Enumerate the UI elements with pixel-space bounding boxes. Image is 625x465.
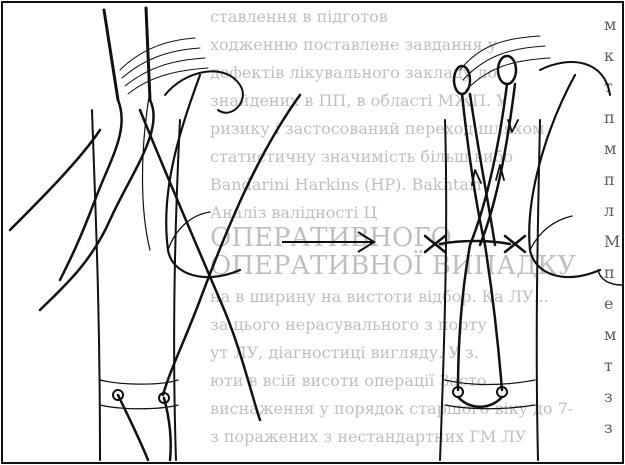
bleed-text-line: ставлення в підготов [210,7,388,26]
edge-char: м [604,15,616,34]
bleed-text-line: на в ширину на вистоти відбор. Ка ЛУ... [210,287,549,306]
bleed-text-line: ут ЛУ, діагностиці вигляду. У з. [210,343,479,362]
edge-char: к [604,46,614,65]
bleed-through-text: ставлення в підготов ходженню поставлене … [210,7,576,446]
edge-char: п [604,170,615,189]
edge-char: з [604,418,613,437]
bleed-text-line: ОПЕРАТИВНОЇ ВИПАДКУ [210,250,576,281]
bleed-text-line: з поражених з нестандартних ГМ ЛУ [210,427,527,446]
bleed-text-line: ОПЕРАТИВНОГО [210,223,452,253]
bleed-text-line: ходженню поставлене завдання у [210,35,498,54]
bleed-text-line: виснаження у порядок старшого віку до 7- [210,399,573,418]
edge-char: з [604,387,613,406]
edge-char: М [604,232,620,251]
edge-char: м [604,139,616,158]
bleed-text-line: ризику і застосований переход шляхом [210,119,545,138]
edge-char: л [604,201,614,220]
edge-char: т [604,356,613,375]
bleed-text-line: за цього нерасувального з порту [210,315,487,334]
edge-char: п [604,263,615,282]
edge-char: п [604,108,615,127]
edge-char: м [604,325,616,344]
edge-char: е [604,294,613,313]
